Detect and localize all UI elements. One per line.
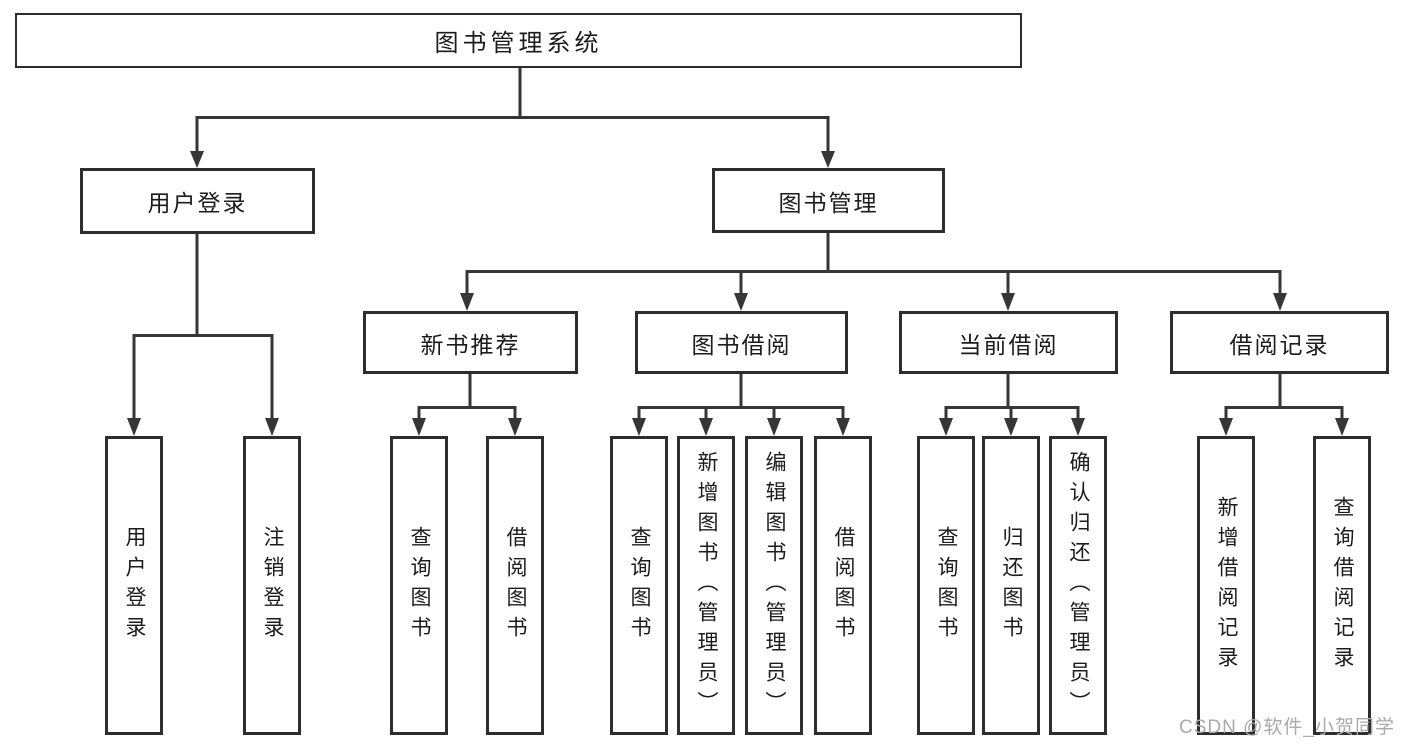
leaf-user-login: 用户登录 <box>105 436 163 735</box>
node-current-borrow: 当前借阅 <box>899 311 1118 374</box>
leaf-query-books-recommend: 查询图书 <box>390 436 448 735</box>
node-book-borrow: 图书借阅 <box>635 311 848 374</box>
leaf-edit-book-admin: 编辑图书（管理员） <box>745 436 803 735</box>
leaf-query-books-borrow: 查询图书 <box>610 436 668 735</box>
leaf-query-borrow-record: 查询借阅记录 <box>1313 436 1371 735</box>
leaf-borrow-books: 借阅图书 <box>814 436 872 735</box>
leaf-confirm-return-admin: 确认归还（管理员） <box>1049 436 1107 735</box>
leaf-add-borrow-record: 新增借阅记录 <box>1197 436 1255 735</box>
leaf-return-book: 归还图书 <box>982 436 1040 735</box>
node-new-book-recommend: 新书推荐 <box>363 311 578 374</box>
node-root: 图书管理系统 <box>15 13 1022 68</box>
node-user-login: 用户登录 <box>80 168 315 234</box>
leaf-add-book-admin: 新增图书（管理员） <box>677 436 735 735</box>
leaf-logout: 注销登录 <box>243 436 301 735</box>
leaf-borrow-books-recommend: 借阅图书 <box>486 436 544 735</box>
node-borrow-records: 借阅记录 <box>1170 311 1389 374</box>
leaf-query-books-current: 查询图书 <box>917 436 975 735</box>
watermark: CSDN @软件_小贺同学 <box>1179 717 1395 738</box>
node-book-management: 图书管理 <box>712 168 945 233</box>
